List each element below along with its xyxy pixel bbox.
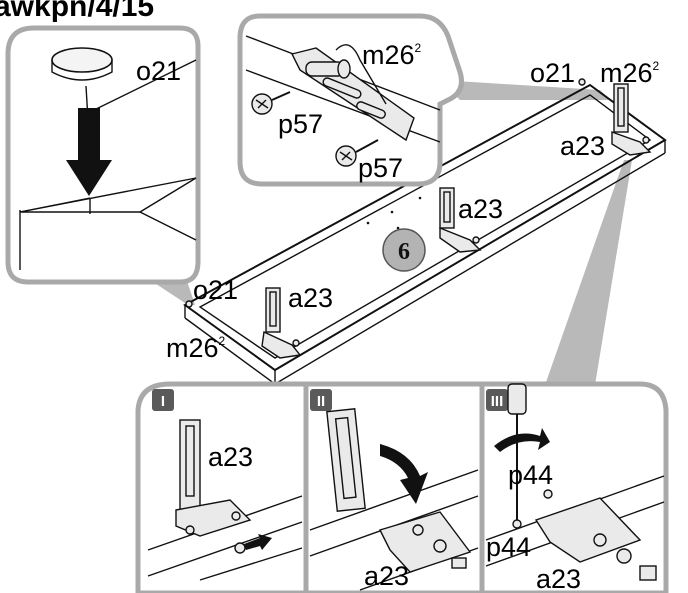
inset-leader-bottom	[545, 160, 632, 385]
roman-badge-3	[486, 389, 508, 411]
substep-1: I	[147, 389, 303, 581]
o21-corner-pin	[578, 78, 586, 86]
label-a23-left: a23	[288, 283, 333, 313]
inset-pad	[5, 25, 201, 285]
substep-1-label: a23	[208, 442, 253, 472]
label-a23-middle: a23	[458, 194, 503, 224]
substep-2: II	[309, 389, 479, 591]
hinge-left	[261, 287, 302, 359]
roman-badge-2	[310, 389, 332, 411]
substep-3-label-p44-top: p44	[508, 460, 553, 490]
main-board	[183, 83, 667, 385]
step-number: 6	[398, 239, 410, 265]
roman-numeral-3: III	[491, 393, 504, 410]
label-p57-a: p57	[278, 109, 323, 139]
substep-3-label-a23: a23	[536, 564, 581, 593]
substep-2-label: a23	[364, 561, 409, 591]
label-p57-b: p57	[358, 153, 403, 183]
inset-leader-top	[440, 80, 610, 100]
hinge-corner	[611, 83, 652, 156]
label-o21-left: o21	[193, 275, 238, 305]
substep-3: III	[485, 383, 665, 581]
label-a23-corner: a23	[560, 131, 605, 161]
step-badge: 6	[382, 228, 426, 272]
substep-3-label-p44-bottom: p44	[486, 532, 531, 562]
o21-left-pin	[185, 300, 193, 308]
page-title: awkpn/4/15	[0, 0, 154, 23]
hinge-middle	[439, 187, 482, 253]
roman-numeral-1: I	[161, 393, 165, 410]
roman-numeral-2: II	[317, 393, 325, 410]
inset-mount	[237, 13, 464, 187]
label-m26-inset: m262	[362, 40, 422, 70]
roman-badge-1	[152, 389, 174, 411]
label-o21-corner: o21	[530, 58, 575, 88]
label-m26-left: m262	[166, 333, 226, 363]
label-m26-corner: m262	[600, 58, 660, 88]
label-o21-inset: o21	[136, 56, 181, 86]
